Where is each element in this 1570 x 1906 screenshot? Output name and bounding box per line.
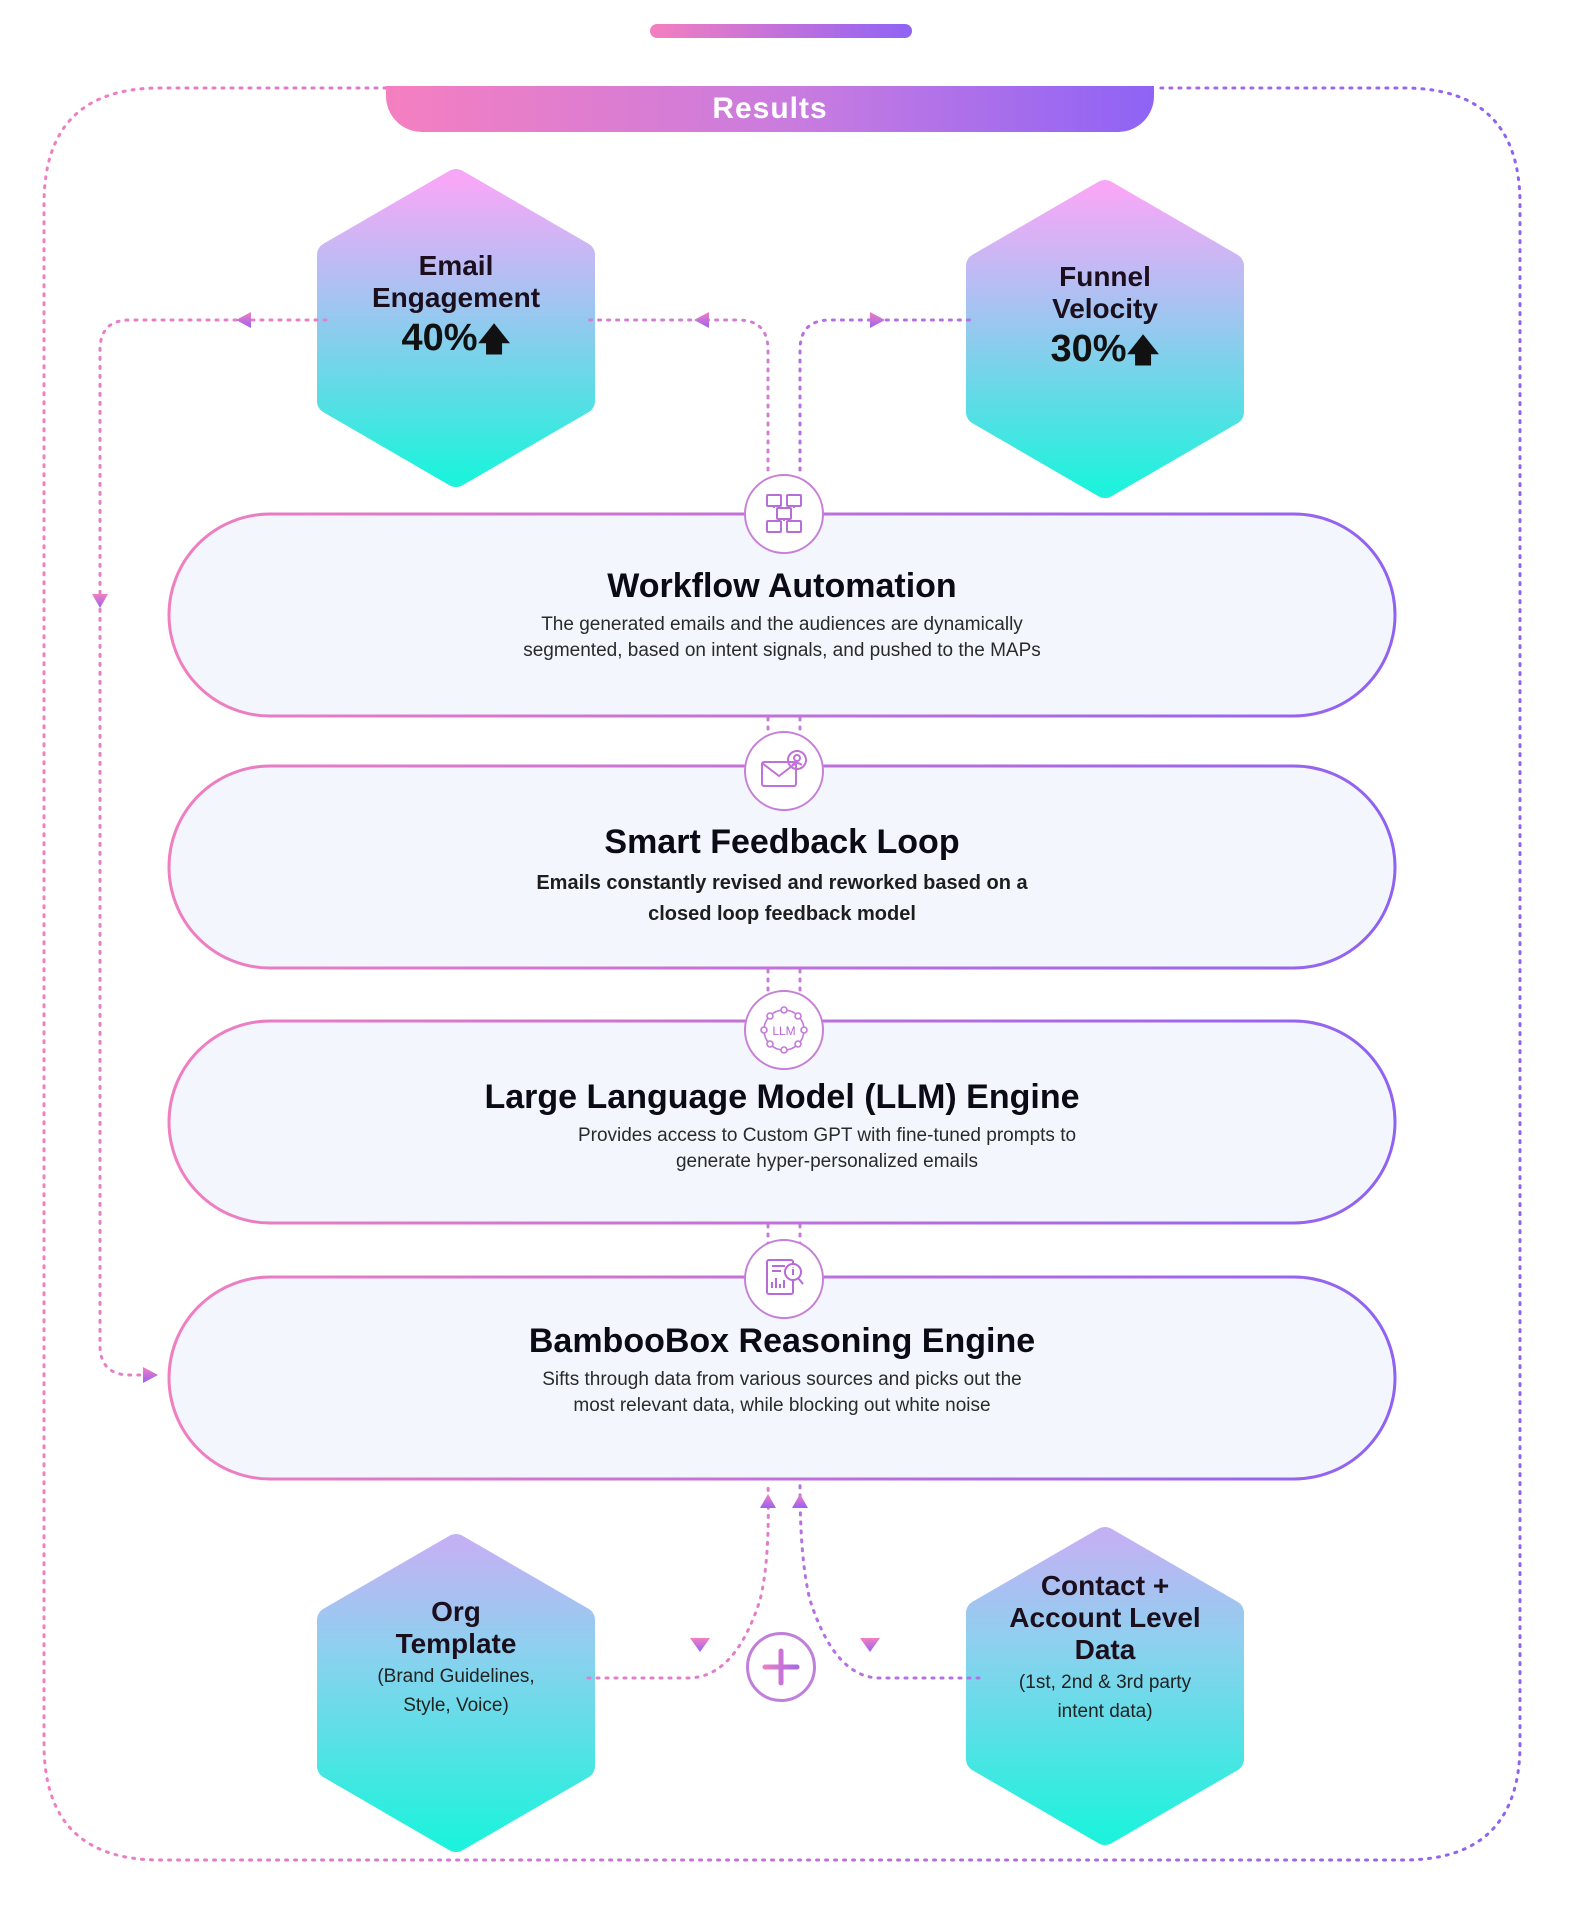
step-description-line: Provides access to Custom GPT with fine-… — [577, 1125, 1077, 1146]
step-llm-engine: Large Language Model (LLM) Engine Provid… — [169, 1077, 1395, 1175]
metric-email-engagement: Email Engagement 40%🡅 — [316, 250, 596, 361]
arrowhead-left-center — [694, 312, 709, 328]
step-description: Provides access to Custom GPT with fine-… — [169, 1123, 1395, 1175]
email-feedback-icon — [761, 750, 807, 787]
hexagon-funnel-velocity — [966, 180, 1244, 498]
step-description: Sifts through data from various sources … — [169, 1367, 1395, 1419]
input-subtitle: (Brand Guidelines, Style, Voice) — [377, 1662, 534, 1720]
metric-title-line: Velocity — [1052, 293, 1158, 324]
input-title-line: Account Level — [1009, 1602, 1201, 1633]
step-description-line: most relevant data, while blocking out w… — [573, 1395, 991, 1416]
metric-title-line: Engagement — [371, 282, 541, 313]
input-subtitle-line: intent data) — [1057, 1701, 1153, 1722]
metric-value-text: 40% — [401, 317, 478, 359]
step-description: The generated emails and the audiences a… — [169, 612, 1395, 664]
arrowhead-down-loop — [92, 594, 108, 608]
step-description: Emails constantly revised and reworked b… — [169, 868, 1395, 930]
step-title: Smart Feedback Loop — [604, 823, 960, 861]
step-description-line: closed loop feedback model — [648, 903, 916, 925]
metric-value: 30%🡅 — [1051, 327, 1160, 372]
arrowhead-left-email — [236, 312, 251, 328]
hexagon-org-template — [317, 1534, 595, 1852]
input-title-line: Template — [395, 1628, 517, 1659]
arrowhead-up-right — [792, 1494, 808, 1508]
input-subtitle-line: Style, Voice) — [403, 1695, 509, 1716]
input-title-line: Org — [431, 1596, 481, 1627]
connector-step2-step3 — [766, 968, 802, 992]
step-smart-feedback-loop: Smart Feedback Loop Emails constantly re… — [169, 822, 1395, 930]
arrow-up-icon: 🡅 — [1126, 332, 1160, 368]
input-subtitle: (1st, 2nd & 3rd party intent data) — [1019, 1668, 1191, 1726]
step-reasoning-engine: BambooBox Reasoning Engine Sifts through… — [169, 1321, 1395, 1419]
plus-icon — [762, 1648, 800, 1686]
top-accent-bar — [650, 24, 912, 38]
hexagon-email-engagement — [317, 169, 595, 487]
metric-value-text: 30% — [1050, 328, 1127, 370]
connector-center-to-email — [586, 318, 770, 472]
step-description-line: segmented, based on intent signals, and … — [523, 640, 1041, 661]
metric-title-line: Email — [418, 250, 494, 281]
metric-title-line: Funnel — [1059, 261, 1151, 292]
report-search-icon-badge — [744, 1239, 824, 1319]
input-subtitle-line: (Brand Guidelines, — [377, 1666, 535, 1687]
step-description-line: Sifts through data from various sources … — [542, 1369, 1022, 1390]
step-description-line: generate hyper-personalized emails — [675, 1151, 979, 1172]
input-org-template: Org Template (Brand Guidelines, Style, V… — [316, 1596, 596, 1720]
connector-data-to-engine — [798, 1483, 981, 1680]
plus-icon-badge — [746, 1632, 816, 1702]
outer-frame — [42, 86, 1522, 1862]
arrowhead-down-org — [690, 1638, 710, 1652]
workflow-icon-badge — [744, 474, 824, 554]
step-description-line: The generated emails and the audiences a… — [541, 614, 1023, 635]
email-feedback-icon-badge — [744, 731, 824, 811]
hexagon-account-data — [966, 1527, 1244, 1845]
arrow-up-icon: 🡅 — [477, 321, 511, 357]
arrowhead-up-left — [760, 1494, 776, 1508]
arrowhead-right-funnel — [870, 312, 885, 328]
results-tab: Results — [386, 86, 1154, 132]
step-description-line: Emails constantly revised and reworked b… — [536, 872, 1028, 894]
step-workflow-automation: Workflow Automation The generated emails… — [169, 566, 1395, 664]
connector-center-to-funnel — [798, 318, 977, 472]
input-account-data: Contact + Account Level Data (1st, 2nd &… — [965, 1570, 1245, 1726]
step-title: Workflow Automation — [607, 567, 957, 605]
step-title: Large Language Model (LLM) Engine — [484, 1078, 1080, 1116]
arrowhead-right-engine — [143, 1367, 158, 1383]
llm-icon: LLM — [760, 1006, 808, 1054]
metric-value: 40%🡅 — [402, 316, 511, 361]
connector-email-left-loop — [98, 318, 328, 1377]
report-search-icon — [766, 1259, 804, 1295]
results-label: Results — [712, 92, 828, 125]
step-title: BambooBox Reasoning Engine — [528, 1322, 1036, 1360]
workflow-icon — [766, 494, 802, 533]
arrowhead-down-data — [860, 1638, 880, 1652]
llm-icon-label: LLM — [772, 1024, 795, 1038]
input-title-line: Contact + — [1040, 1570, 1170, 1601]
llm-icon-badge: LLM — [744, 990, 824, 1070]
connector-org-to-engine — [586, 1483, 770, 1680]
metric-funnel-velocity: Funnel Velocity 30%🡅 — [965, 261, 1245, 372]
input-title-line: Data — [1074, 1634, 1136, 1665]
input-subtitle-line: (1st, 2nd & 3rd party — [1018, 1672, 1192, 1693]
